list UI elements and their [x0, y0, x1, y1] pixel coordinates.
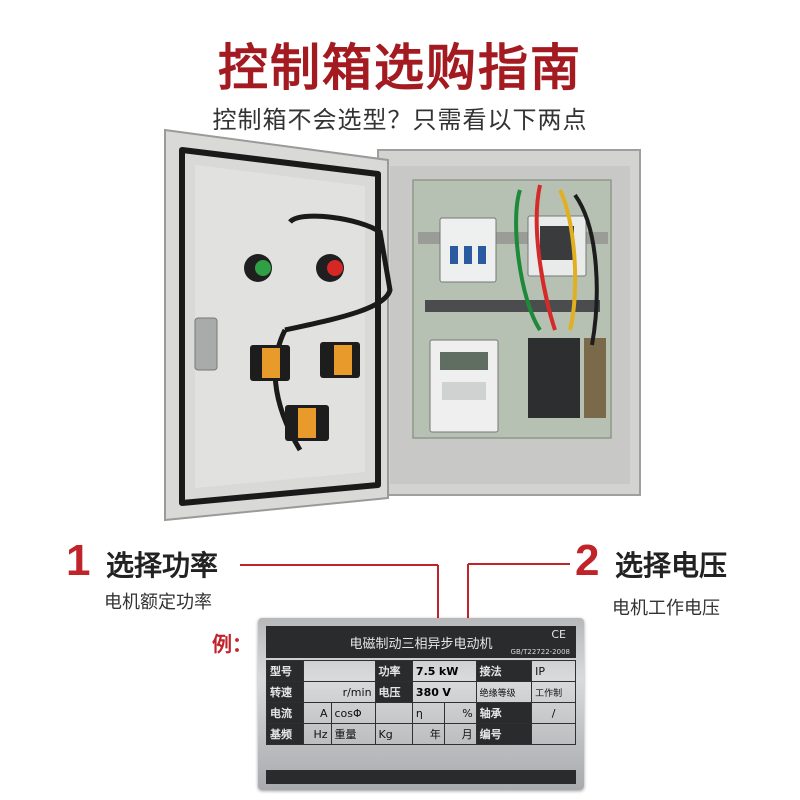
serial-label: 编号 [475, 723, 533, 745]
connection-label: 接法 [475, 660, 533, 682]
point-2-desc: 电机工作电压 [612, 598, 720, 619]
table-row: 电流 A cosΦ η % 轴承 / [265, 702, 576, 724]
voltage-unit: V [442, 685, 451, 699]
power-label: 功率 [374, 660, 413, 682]
bearing-label: 轴承 [475, 702, 533, 724]
table-row: 基频 Hz 重量 Kg 年 月 编号 [265, 723, 576, 745]
weight-label: 重量 [330, 723, 376, 745]
nameplate-footer [266, 770, 576, 784]
ce-mark: CE [551, 628, 566, 641]
example-label: 例： [212, 632, 252, 656]
voltage-value: 380 [415, 685, 439, 699]
point-1-desc: 电机额定功率 [104, 592, 212, 613]
year-label: 年 [411, 723, 445, 745]
weight-unit: Kg [374, 723, 413, 745]
page-title: 控制箱选购指南 [218, 39, 582, 97]
nameplate-header: 电磁制动三相异步电动机 CE GB/T22722-2008 [266, 626, 576, 658]
connection-value: IP [531, 660, 576, 682]
cos-label: cosΦ [330, 702, 376, 724]
point-1-number: 1 [66, 536, 91, 585]
motor-nameplate: 电磁制动三相异步电动机 CE GB/T22722-2008 型号 功率 7.5 … [258, 618, 584, 790]
table-row: 转速 r/min 电压 380 V 绝缘等级 工作制 [265, 681, 576, 703]
speed-label: 转速 [265, 681, 305, 703]
efficiency-label: η [411, 702, 445, 724]
bearing-slash: / [531, 702, 576, 724]
voltage-label: 电压 [374, 681, 413, 703]
nameplate-table: 型号 功率 7.5 kW 接法 IP 转速 r/min 电压 380 V 绝缘等… [265, 660, 576, 745]
point-1-title: 选择功率 [106, 549, 219, 582]
point-2-number: 2 [575, 536, 600, 585]
duty-label: 工作制 [531, 681, 576, 703]
power-unit: kW [438, 664, 459, 678]
frequency-unit: Hz [303, 723, 332, 745]
nameplate-title: 电磁制动三相异步电动机 [349, 636, 493, 652]
current-label: 电流 [265, 702, 305, 724]
current-unit: A [303, 702, 332, 724]
insulation-label: 绝缘等级 [475, 681, 533, 703]
frequency-label: 基频 [265, 723, 305, 745]
percent-unit: % [443, 702, 477, 724]
point-2-title: 选择电压 [615, 549, 728, 582]
nameplate-standard: GB/T22722-2008 [510, 648, 570, 656]
month-label: 月 [443, 723, 477, 745]
table-row: 型号 功率 7.5 kW 接法 IP [265, 660, 576, 682]
power-value: 7.5 [415, 664, 436, 678]
page-subtitle: 控制箱不会选型？只需看以下两点 [212, 106, 588, 134]
speed-unit: r/min [303, 681, 376, 703]
model-label: 型号 [265, 660, 305, 682]
